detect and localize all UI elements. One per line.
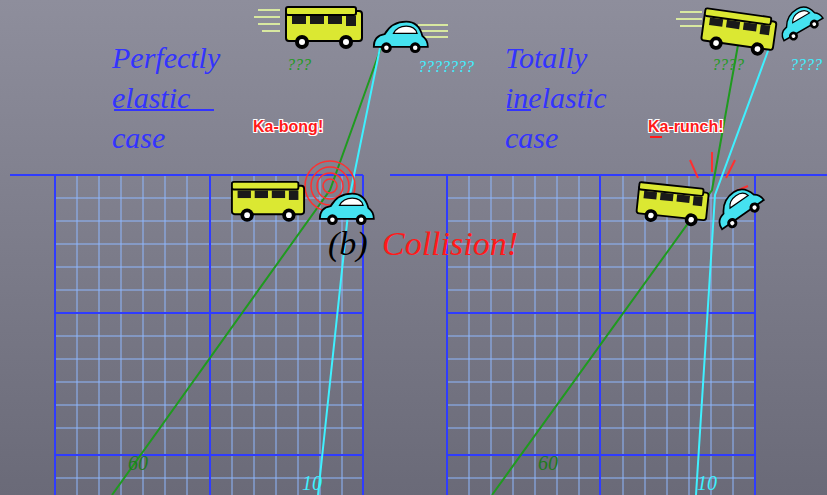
- axis-value: 60: [128, 452, 148, 475]
- unknown-marks: ???????: [418, 58, 474, 76]
- unknown-marks: ????: [790, 56, 822, 74]
- axis-value: 10: [302, 472, 322, 495]
- unknown-marks: ???: [287, 56, 311, 74]
- sound-effect: Ka-bong!: [253, 118, 323, 136]
- slide-heading: Collision!: [382, 224, 518, 263]
- case-heading: Totally inelastic case: [505, 38, 640, 158]
- case-heading: Perfectly elastic case: [112, 38, 247, 158]
- axis-value: 60: [538, 452, 558, 475]
- part-label: (b): [328, 224, 368, 263]
- axis-value: 10: [697, 472, 717, 495]
- unknown-marks: ????: [712, 56, 744, 74]
- sound-effect: Ka-runch!: [648, 118, 724, 136]
